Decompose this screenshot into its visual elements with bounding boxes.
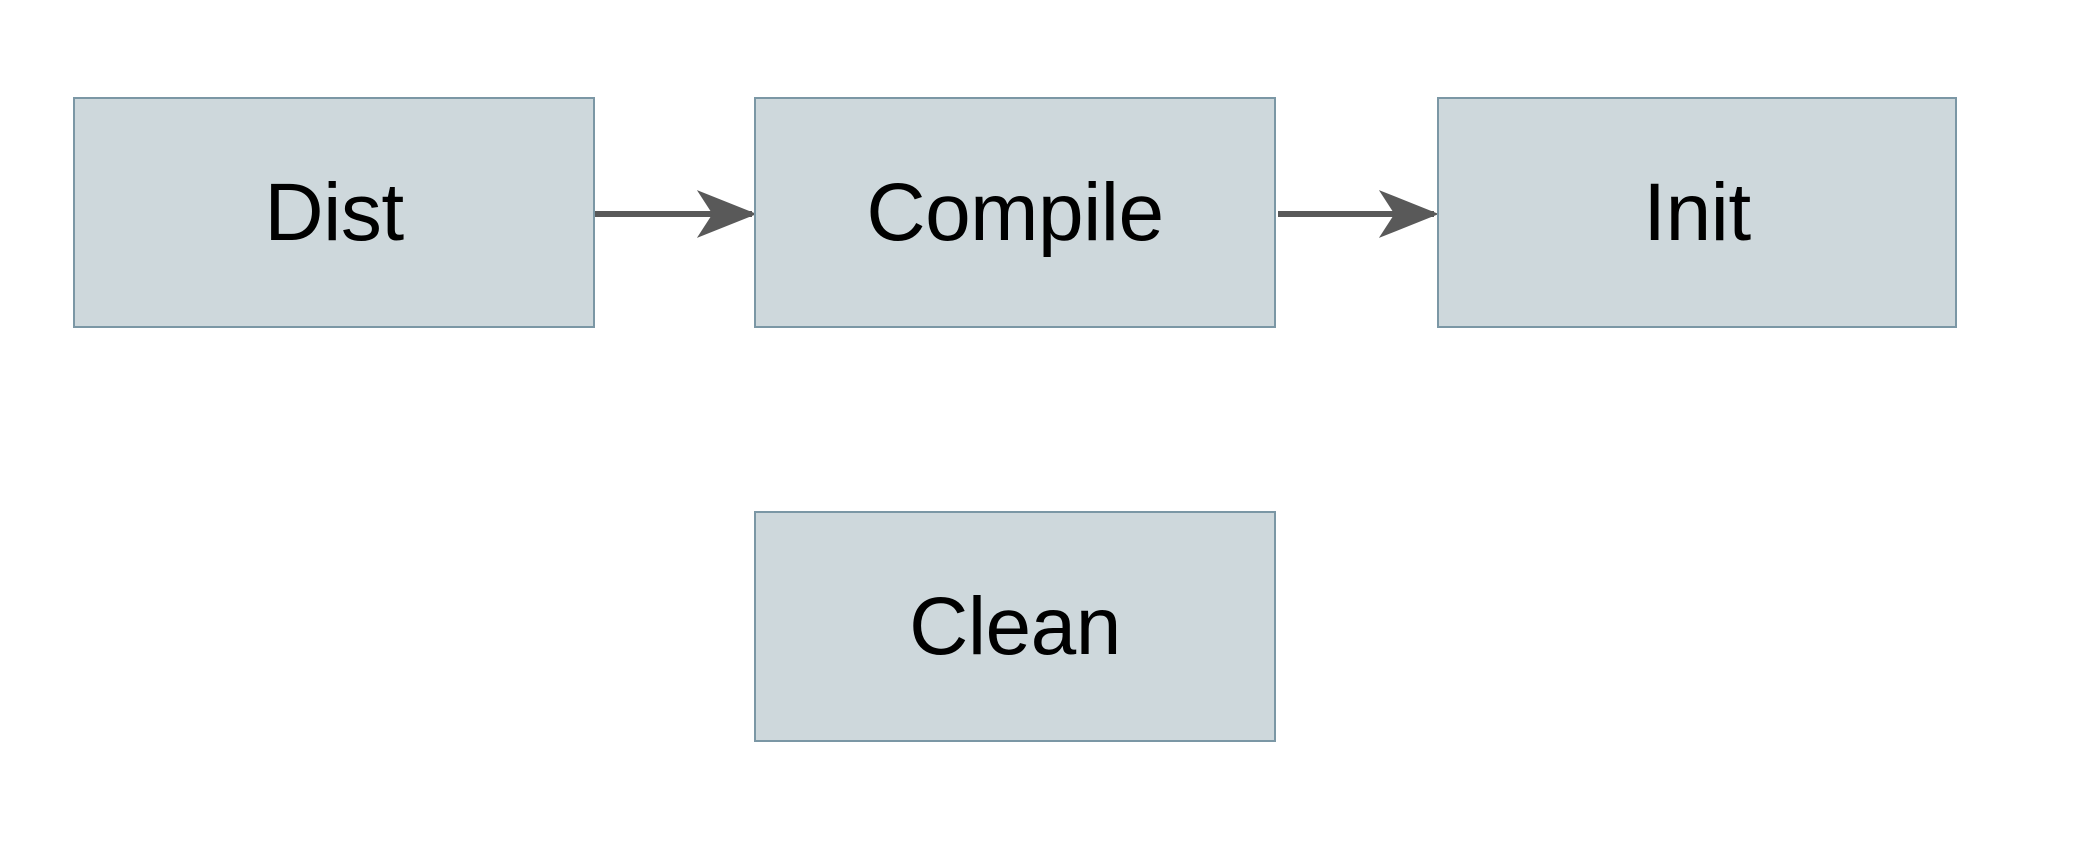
node-clean-label: Clean — [909, 580, 1121, 672]
node-clean[interactable]: Clean — [754, 511, 1276, 742]
node-compile[interactable]: Compile — [754, 97, 1276, 328]
node-init[interactable]: Init — [1437, 97, 1957, 328]
node-dist-label: Dist — [264, 166, 404, 258]
node-dist[interactable]: Dist — [73, 97, 595, 328]
node-init-label: Init — [1643, 166, 1751, 258]
edge-dist-to-compile-hit[interactable] — [595, 197, 755, 231]
node-compile-label: Compile — [866, 166, 1164, 258]
edge-compile-to-init-hit[interactable] — [1278, 197, 1438, 231]
